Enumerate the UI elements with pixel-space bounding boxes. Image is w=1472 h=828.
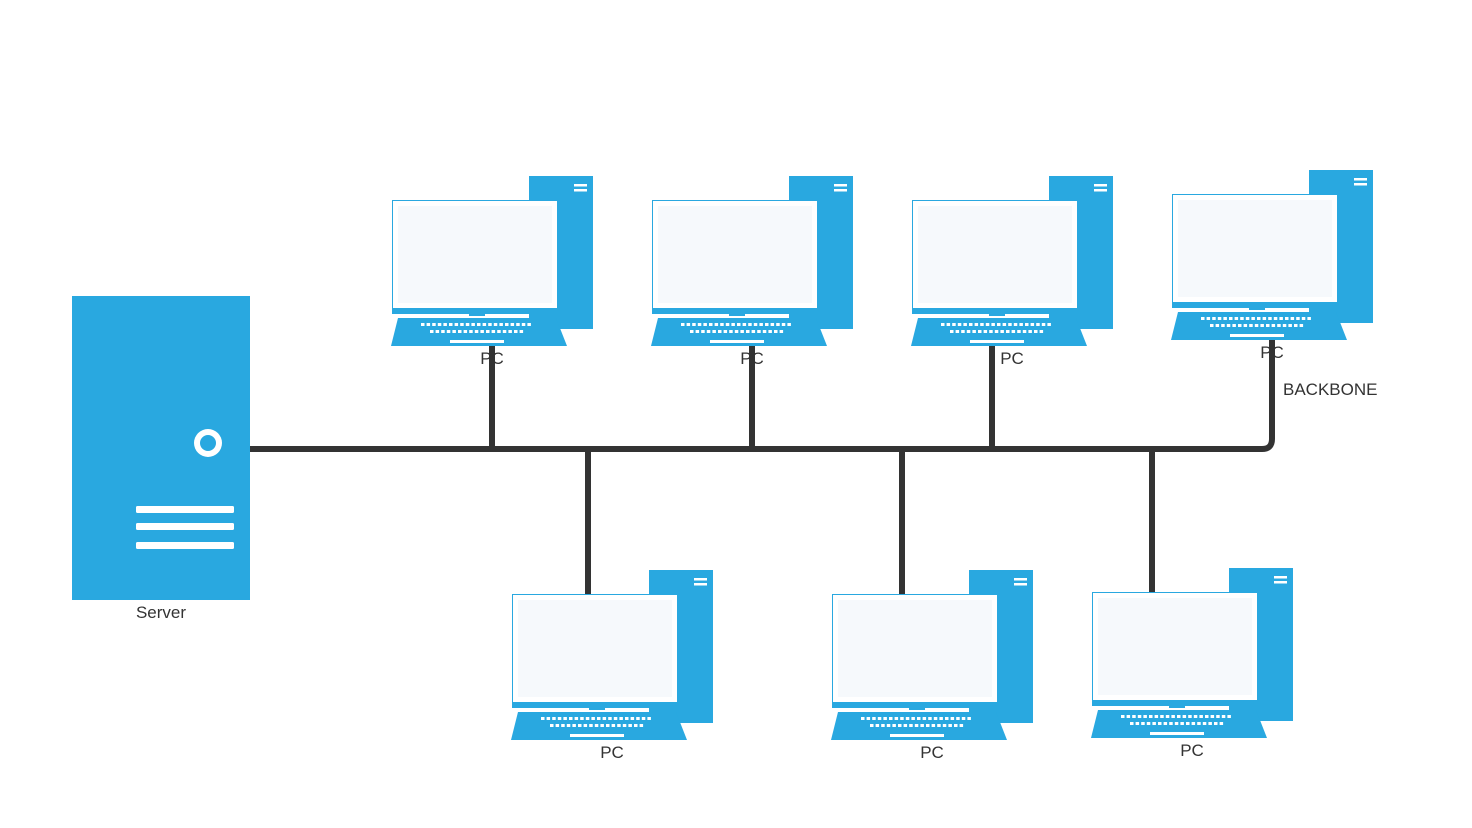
desktop-pc-icon (511, 570, 713, 740)
pc-label: PC (1180, 741, 1204, 760)
pc-label: PC (1260, 343, 1284, 362)
pc-node: PC (1091, 568, 1293, 760)
desktop-pc-icon (831, 570, 1033, 740)
server-tower-icon (72, 296, 250, 600)
backbone-label: BACKBONE (1283, 380, 1377, 399)
desktop-pc-icon (1171, 170, 1373, 340)
desktop-pc-icon (1091, 568, 1293, 738)
pc-node: PC (391, 176, 593, 368)
pc-label: PC (600, 743, 624, 762)
pc-node: PC (511, 570, 713, 762)
pc-label: PC (480, 349, 504, 368)
desktop-pc-icon (651, 176, 853, 346)
desktop-pc-icon (391, 176, 593, 346)
pc-node: PC (1171, 170, 1373, 362)
pc-label: PC (740, 349, 764, 368)
server-label: Server (136, 603, 186, 622)
pc-node: PC (651, 176, 853, 368)
server: Server (72, 296, 250, 622)
pc-label: PC (920, 743, 944, 762)
pc-label: PC (1000, 349, 1024, 368)
desktop-pc-icon (911, 176, 1113, 346)
pc-node: PC (911, 176, 1113, 368)
pc-node: PC (831, 570, 1033, 762)
backbone-cable (250, 340, 1275, 452)
